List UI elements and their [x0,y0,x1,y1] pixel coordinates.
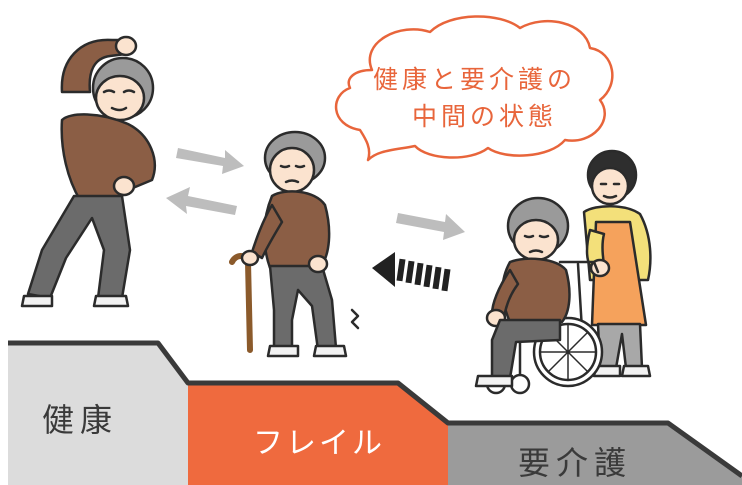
speech-bubble [334,15,614,162]
health-block [8,343,188,485]
healthy-person-figure [20,35,156,308]
caregiver-figure [582,149,652,378]
arrow-right-icon [176,148,244,174]
stair-outline [8,340,742,479]
frailty-block [188,383,448,485]
care-block [448,423,742,485]
speech-bubble-line1: 健康と要介護の [373,65,577,94]
frail-person-figure [229,130,360,358]
arrow-right-icon-2 [396,213,465,240]
stage-blocks [8,340,742,485]
stage-label-frailty: フレイル [253,426,385,461]
stage-label-care: 要介護 [518,444,633,482]
speech-bubble-line2: 中間の状態 [412,102,558,131]
arrow-left-dashed-icon [372,252,451,292]
wheelchair-person-figure [474,196,604,395]
transition-arrows [166,148,465,292]
stage-label-health: 健康 [42,401,119,439]
arrow-left-icon [166,187,237,215]
